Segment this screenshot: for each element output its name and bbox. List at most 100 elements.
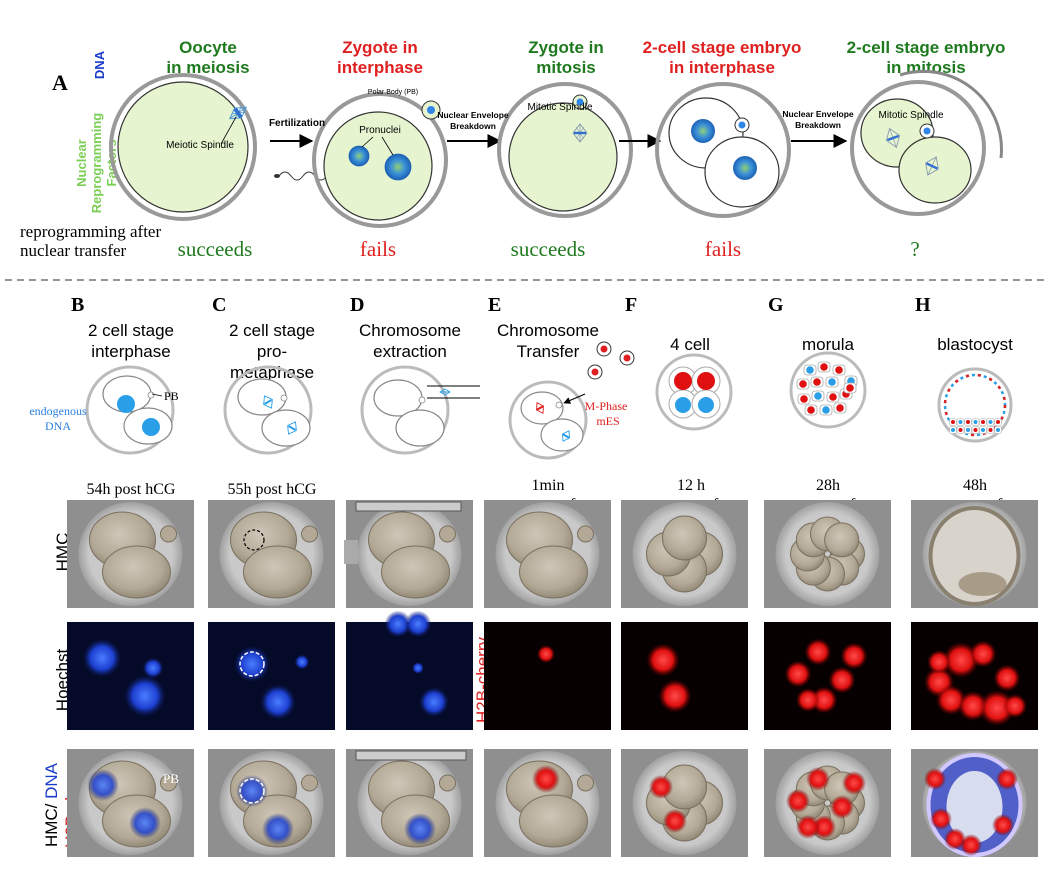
hmc-image <box>621 500 748 608</box>
oocyte-diagram: Meiotic Spindle <box>109 73 257 221</box>
two-cell-interphase-diagram <box>655 82 791 218</box>
schematic-c <box>223 365 313 455</box>
merge-image <box>764 749 891 857</box>
endogenous-dna-label: endogenous <box>29 404 87 418</box>
hoechst-image <box>208 622 335 730</box>
stage-title-line: in interphase <box>669 58 775 77</box>
panel-title-line: 4 cell <box>670 335 710 354</box>
pronucleus-1 <box>348 145 370 167</box>
panel-title-line: pro- <box>257 342 287 361</box>
merge-image <box>346 749 473 857</box>
outcome-label: succeeds <box>178 237 253 261</box>
schematic-b <box>85 365 175 455</box>
h2b-cherry-image <box>764 622 891 730</box>
mitotic-spindle-label-2: Mitotic Spindle <box>878 110 943 121</box>
h2b-cherry-image <box>911 622 1038 730</box>
panel-time-line: 12 h <box>677 477 705 494</box>
zygote-interphase-diagram: Pronuclei Polar Body (PB) <box>312 89 448 228</box>
mitotic-spindle-label: Mitotic Spindle <box>527 102 592 113</box>
sperm-icon <box>278 171 328 181</box>
zona-pellucida <box>109 73 257 221</box>
stage-title-line: Zygote in <box>528 38 604 57</box>
factors-label-line: Reprogramming <box>89 113 104 213</box>
meiotic-spindle-icon <box>229 106 247 120</box>
mphase-label: M-Phase <box>585 399 628 413</box>
outcomes-row: succeeds fails succeeds fails? <box>178 237 920 261</box>
schematic-e <box>508 341 635 460</box>
merge-image <box>484 749 611 857</box>
arrow-label: Breakdown <box>450 121 496 131</box>
panel-title-line: Chromosome <box>497 321 599 340</box>
pb-label: PB <box>164 389 179 403</box>
arrow-label: Nuclear Envelope <box>437 110 509 120</box>
panel-letter: C <box>212 294 226 316</box>
stage-title-line: Zygote in <box>342 38 418 57</box>
panel-letter: F <box>625 294 637 316</box>
row-label-line-2: nuclear transfer <box>20 241 127 260</box>
merge-image: PB <box>67 749 194 857</box>
arrow-label: Fertilization <box>269 118 325 129</box>
two-cell-mitosis-diagram: Mitotic Spindle <box>850 69 1003 216</box>
panel-title-line: Chromosome <box>359 321 461 340</box>
outcome-label: fails <box>705 237 741 261</box>
panel-title-line: Transfer <box>517 342 580 361</box>
schematic-d <box>360 365 480 455</box>
photo-pb-label: PB <box>163 771 179 786</box>
panel-letter: E <box>488 294 501 316</box>
stage-title-line: in meiosis <box>166 58 249 77</box>
panel-title-line: morula <box>802 335 855 354</box>
stage-title-line: Oocyte <box>179 38 237 57</box>
hmc-image <box>344 500 473 608</box>
arrow-label: Nuclear Envelope <box>782 109 854 119</box>
mphase-label: mES <box>596 414 619 428</box>
polar-body-label: Polar Body (PB) <box>368 89 418 96</box>
hoechst-image <box>346 610 473 730</box>
arrow-label: Breakdown <box>795 120 841 130</box>
stage-title-line: interphase <box>337 58 423 77</box>
panel-title-line: interphase <box>91 342 170 361</box>
outcome-label: succeeds <box>511 237 586 261</box>
hmc-image <box>911 500 1038 608</box>
panel-title-line: 2 cell stage <box>229 321 315 340</box>
factors-label-line: Nuclear <box>74 139 89 187</box>
panel-title-line: extraction <box>373 342 447 361</box>
schematic-g <box>789 351 867 429</box>
pronucleus-2 <box>384 153 412 181</box>
panel-letter: D <box>350 294 364 316</box>
hmc-image <box>484 500 611 608</box>
merge-image <box>208 749 335 857</box>
outcome-label: fails <box>360 237 396 261</box>
hmc-image <box>67 500 194 608</box>
merge-image <box>911 749 1038 857</box>
oocyte-cytoplasm <box>117 81 249 213</box>
outcome-label: ? <box>910 237 919 261</box>
h2b-cherry-image <box>621 622 748 730</box>
micrograph-grid: PB <box>67 500 1038 857</box>
mitotic-spindle-icon <box>572 123 588 143</box>
schematic-f <box>655 353 733 431</box>
hoechst-image <box>67 622 194 730</box>
dna-label: DNA <box>92 50 107 79</box>
stage-title-line: 2-cell stage embryo <box>847 38 1006 57</box>
panel-letter: H <box>915 294 931 316</box>
panel-letter: B <box>71 294 84 316</box>
panel-title-line: 2 cell stage <box>88 321 174 340</box>
stage-title-line: mitosis <box>536 58 596 77</box>
meiotic-spindle-label: Meiotic Spindle <box>166 140 234 151</box>
panel-title-line: metaphase <box>230 363 314 382</box>
panel-time-line: 54h post hCG <box>87 481 176 498</box>
panel-letter: G <box>768 294 784 316</box>
schematic-h <box>937 367 1013 443</box>
panel-time-line: 55h post hCG <box>228 481 317 498</box>
panel-time-line: 28h <box>816 477 840 494</box>
panel-letter-a: A <box>52 70 68 95</box>
panel-time-line: 1min <box>532 477 565 494</box>
endogenous-dna-label: DNA <box>45 419 71 433</box>
pronuclei-label: Pronuclei <box>359 125 401 136</box>
